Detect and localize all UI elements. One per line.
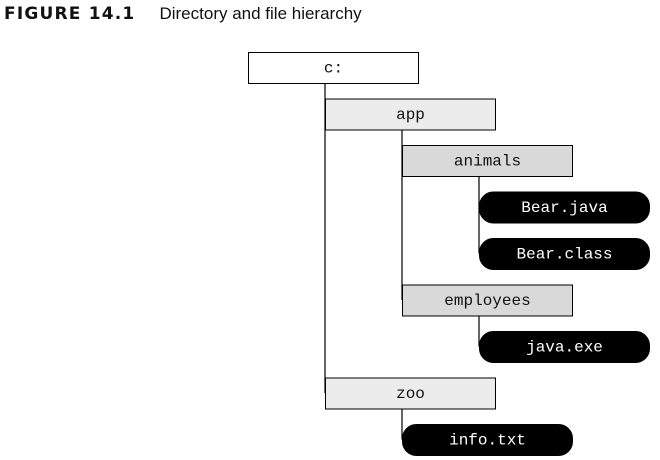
figure-caption: FIGURE 14.1 Directory and file hierarchy (4, 2, 362, 26)
file-java-exe: java.exe (479, 331, 650, 363)
directory-app-box (325, 98, 496, 131)
root-directory-c-box (248, 52, 419, 84)
directory-employees: employees (402, 284, 573, 317)
file-bear-java: Bear.java (479, 191, 650, 224)
file-java-exe-box (479, 331, 650, 363)
root-directory-c-label: c: (324, 60, 343, 78)
file-bear-class-box (479, 238, 650, 270)
file-bear-java-label: Bear.java (521, 199, 608, 217)
file-bear-class: Bear.class (479, 238, 650, 270)
file-info-txt: info.txt (402, 424, 573, 456)
file-info-txt-box (402, 424, 573, 456)
directory-employees-label: employees (444, 292, 530, 310)
file-java-exe-label: java.exe (526, 339, 603, 357)
figure-title: Directory and file hierarchy (159, 4, 362, 23)
figure-label: FIGURE 14.1 (4, 4, 136, 24)
root-directory-c: c: (248, 52, 419, 84)
file-bear-class-label: Bear.class (516, 246, 612, 264)
directory-zoo: zoo (325, 377, 496, 410)
directory-app: app (325, 98, 496, 131)
file-info-txt-label: info.txt (449, 432, 526, 450)
directory-employees-box (402, 284, 573, 317)
directory-animals: animals (402, 145, 573, 177)
directory-app-label: app (396, 106, 425, 124)
directory-zoo-box (325, 377, 496, 410)
file-bear-java-box (479, 191, 650, 224)
directory-animals-label: animals (454, 153, 521, 171)
directory-animals-box (402, 145, 573, 177)
directory-zoo-label: zoo (396, 385, 425, 403)
